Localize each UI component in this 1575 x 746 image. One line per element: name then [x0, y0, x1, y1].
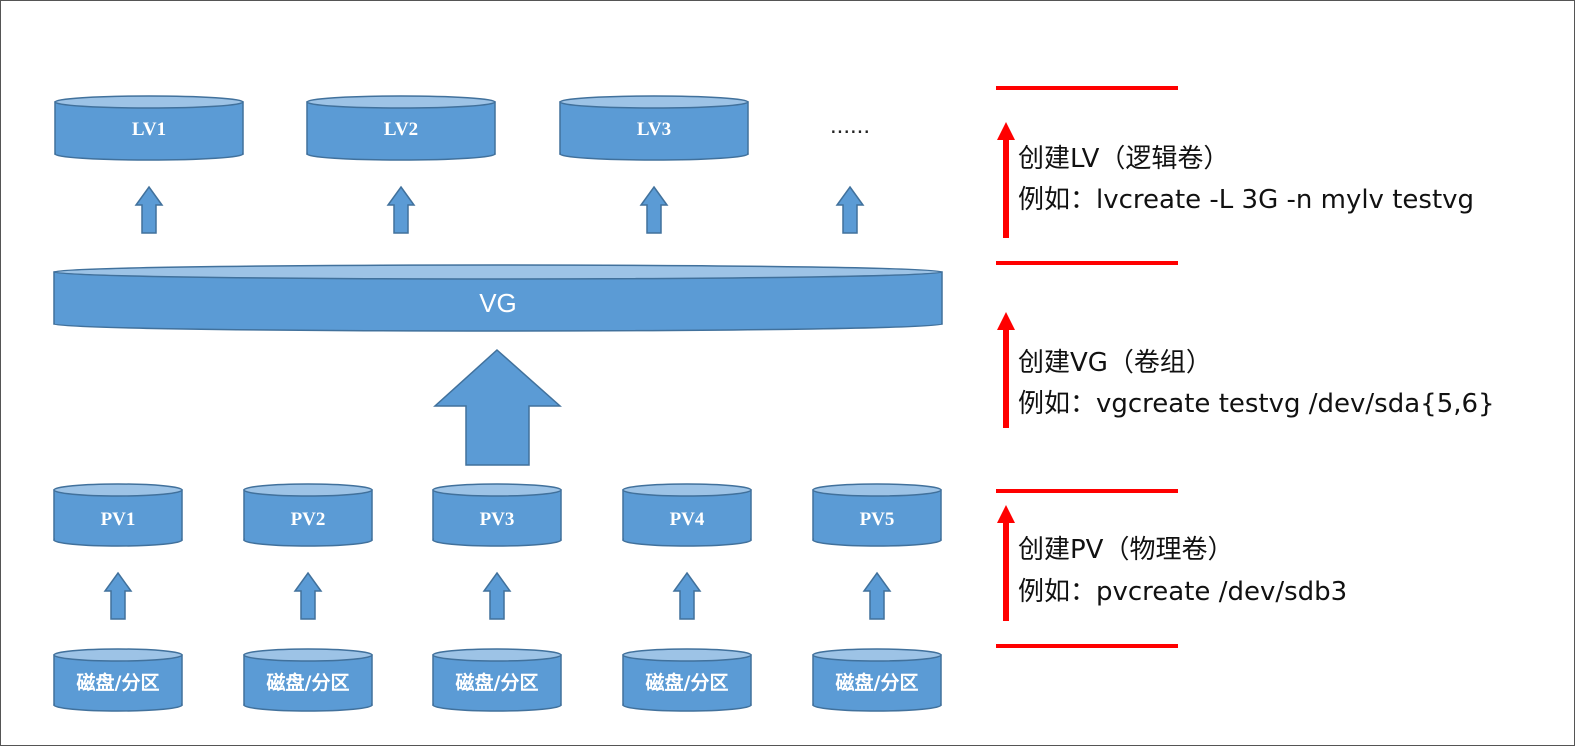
- disk-label: 磁盘/分区: [267, 671, 350, 694]
- pv-label: PV2: [291, 509, 326, 530]
- vg-label: VG: [479, 288, 517, 318]
- disk-cylinder-1: 磁盘/分区: [53, 648, 183, 712]
- red-up-arrow-pv: [997, 505, 1015, 621]
- pv-cylinder-5: PV5: [812, 483, 942, 547]
- lv-label: LV2: [384, 119, 418, 140]
- arrow-disk-to-pv1: [103, 571, 133, 620]
- disk-label: 磁盘/分区: [77, 671, 160, 694]
- step-lv-title: 创建LV（逻辑卷）: [1018, 144, 1229, 174]
- pv-cylinder-3: PV3: [432, 483, 562, 547]
- disk-cylinder-2: 磁盘/分区: [243, 648, 373, 712]
- lv-cylinder-3: LV3: [559, 95, 749, 161]
- pv-cylinder-4: PV4: [622, 483, 752, 547]
- arrow-disk-to-pv5: [862, 571, 892, 620]
- lv-cylinder-2: LV2: [306, 95, 496, 161]
- arrow-vg-to-lv1: [134, 185, 164, 234]
- step-vg-title: 创建VG（卷组）: [1018, 348, 1212, 378]
- arrow-pv-to-vg: [433, 348, 562, 466]
- lv-label: LV1: [132, 119, 166, 140]
- disk-cylinder-4: 磁盘/分区: [622, 648, 752, 712]
- pv-label: PV4: [670, 509, 705, 530]
- arrow-disk-to-pv2: [293, 571, 323, 620]
- disk-label: 磁盘/分区: [836, 671, 919, 694]
- red-up-arrow-vg: [997, 312, 1015, 428]
- arrow-vg-to-lv3: [639, 185, 669, 234]
- pv-label: PV1: [101, 509, 136, 530]
- pv-cylinder-2: PV2: [243, 483, 373, 547]
- step-pv-example: 例如：pvcreate /dev/sdb3: [1018, 577, 1347, 607]
- pv-cylinder-1: PV1: [53, 483, 183, 547]
- lv-label: LV3: [637, 119, 671, 140]
- lv-cylinder-1: LV1: [54, 95, 244, 161]
- step-lv-example: 例如：lvcreate -L 3G -n mylv testvg: [1018, 185, 1474, 215]
- red-up-arrow-lv: [997, 122, 1015, 238]
- arrow-vg-to-lv-more: [835, 185, 865, 234]
- step-pv-title: 创建PV（物理卷）: [1018, 535, 1233, 565]
- step-vg-example: 例如：vgcreate testvg /dev/sda{5,6}: [1018, 389, 1495, 419]
- disk-cylinder-3: 磁盘/分区: [432, 648, 562, 712]
- disk-label: 磁盘/分区: [456, 671, 539, 694]
- disk-label: 磁盘/分区: [646, 671, 729, 694]
- arrow-vg-to-lv2: [386, 185, 416, 234]
- vg-cylinder: VG: [53, 264, 943, 332]
- lv-more-ellipsis: ......: [830, 112, 870, 139]
- arrow-disk-to-pv3: [482, 571, 512, 620]
- disk-cylinder-5: 磁盘/分区: [812, 648, 942, 712]
- pv-label: PV3: [480, 509, 515, 530]
- pv-label: PV5: [860, 509, 895, 530]
- arrow-disk-to-pv4: [672, 571, 702, 620]
